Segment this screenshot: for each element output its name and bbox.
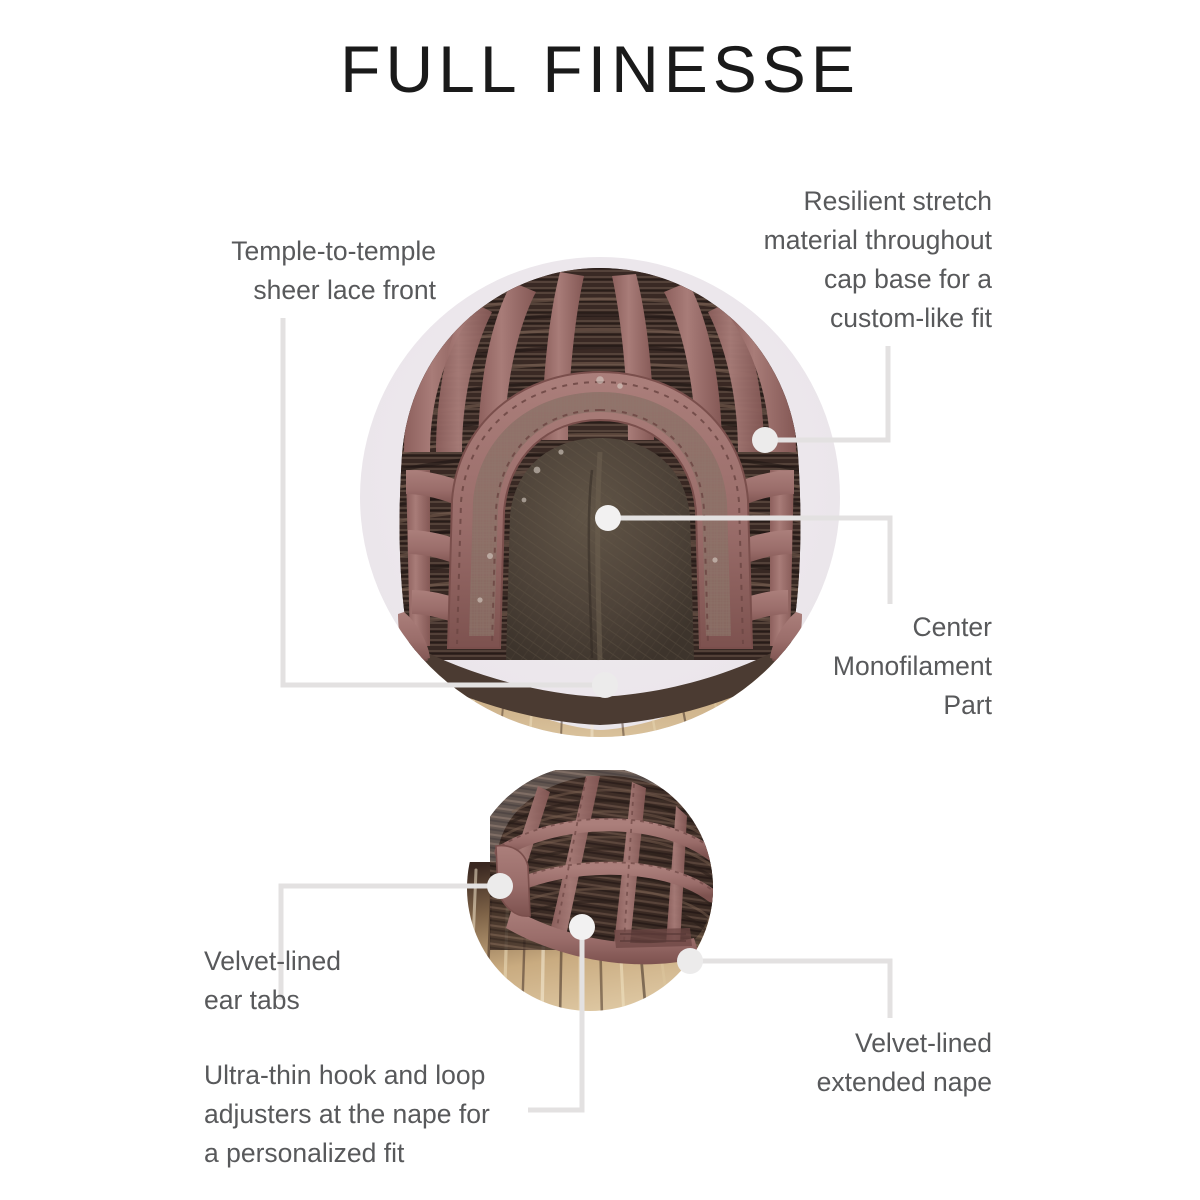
cap-nape-edge	[398, 612, 802, 725]
leader-resilient	[765, 346, 891, 443]
ear-tab-shape	[495, 844, 531, 917]
callout-center-monofilament-part: Center Monofilament Part	[832, 612, 992, 720]
leader-dot-hookloop	[569, 914, 595, 940]
leader-dots	[487, 427, 778, 974]
callout-velvet-lined-ear-tabs: Velvet-lined ear tabs	[204, 946, 342, 1015]
leader-dot-resilient	[752, 427, 778, 453]
page-title: FULL FINESSE	[340, 32, 860, 106]
leader-monofilament	[608, 515, 893, 604]
leader-dot-temple	[592, 672, 618, 698]
leader-temple	[280, 318, 605, 688]
callout-ultra-thin-hook-and-loop-adjusters: Ultra-thin hook and loop adjusters at th…	[204, 1060, 490, 1168]
callout-resilient-stretch-material: Resilient stretch material throughout ca…	[763, 186, 992, 333]
leader-nape	[690, 958, 893, 1018]
leader-dot-eartabs	[487, 873, 513, 899]
bottom-cap-shell	[490, 770, 713, 965]
leader-dot-monofilament	[595, 505, 621, 531]
callout-temple-to-temple-sheer-lace-front: Temple-to-temple sheer lace front	[231, 236, 436, 305]
cap-monofilament-section	[446, 370, 754, 661]
callout-velvet-lined-extended-nape: Velvet-lined extended nape	[816, 1028, 992, 1097]
bottom-stretch-ribs	[504, 776, 687, 944]
leader-dot-nape	[677, 948, 703, 974]
leader-hookloop	[528, 927, 585, 1113]
bottom-horizontal-bands	[494, 818, 713, 903]
